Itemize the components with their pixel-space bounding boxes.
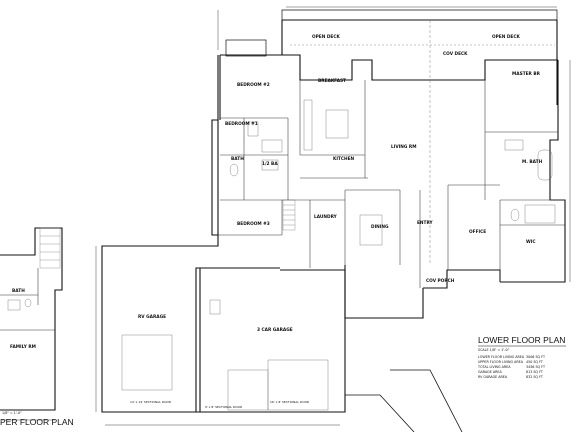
room-label-dining: DINING xyxy=(371,224,389,230)
area-label-4: GARAGE AREA xyxy=(478,370,502,374)
upper-floor-plan-title: PER FLOOR PLAN xyxy=(0,417,74,427)
room-label-living-rm: LIVING RM xyxy=(391,144,416,150)
lower-floor-plan-scale: SCALE 1/8" = 1'-0" xyxy=(478,348,510,352)
room-label-bedroom-2: BEDROOM #2 xyxy=(237,82,270,88)
interior-walls xyxy=(0,80,565,331)
car-door-left-note: 9' x 8' SECTIONAL DOOR xyxy=(205,405,242,409)
room-label-bath: BATH xyxy=(231,156,244,162)
area-label-1: LOWER FLOOR LIVING AREA xyxy=(478,355,525,359)
area-label-2: UPPER FLOOR LIVING AREA xyxy=(478,360,524,364)
room-label-office: OFFICE xyxy=(469,229,486,235)
lower-floor-plan-title: LOWER FLOOR PLAN xyxy=(478,335,565,345)
area-label-3: TOTAL LIVING AREA xyxy=(477,365,511,369)
room-label-kitchen: KITCHEN xyxy=(333,156,355,162)
room-label-breakfast: BREAKFAST xyxy=(318,78,346,84)
area-value-1: 3006 SQ FT xyxy=(526,355,546,359)
room-label-master-br: MASTER BR xyxy=(512,71,541,77)
room-label-family-rm: FAMILY RM xyxy=(10,344,36,350)
fixtures xyxy=(7,20,556,411)
dimension-lines xyxy=(2,6,571,426)
room-label-entry: ENTRY xyxy=(417,220,434,226)
room-label-cov-deck: COV DECK xyxy=(443,51,468,57)
exterior-walls xyxy=(0,9,566,432)
car-door-right-note: 16' x 8' SECTIONAL DOOR xyxy=(270,400,309,404)
room-label-rv-garage: RV GARAGE xyxy=(138,314,166,320)
room-label-wic: WIC xyxy=(526,239,536,245)
room-label-cov-porch: COV PORCH xyxy=(426,278,455,284)
room-label-laundry: LAUNDRY xyxy=(314,214,338,220)
upper-floor-plan-scale: 1/8" = 1'-0" xyxy=(2,411,22,415)
area-value-4: 813 SQ FT xyxy=(526,370,544,374)
room-label-half-ba: 1/2 BA xyxy=(262,161,278,167)
area-value-5: 832 SQ FT xyxy=(526,375,544,379)
room-label-bedroom-3: BEDROOM #3 xyxy=(237,221,270,227)
area-value-2: 450 SQ FT xyxy=(526,360,544,364)
room-label-upper-bath: BATH xyxy=(12,288,25,294)
room-label-3-car-garage: 3 CAR GARAGE xyxy=(257,327,293,333)
room-label-open-deck-left: OPEN DECK xyxy=(312,34,340,40)
room-label-bedroom-1: BEDROOM #1 xyxy=(225,121,258,127)
area-value-3: 3456 SQ FT xyxy=(526,365,546,369)
rv-door-note: 14' x 14' SECTIONAL DOOR xyxy=(130,400,171,404)
room-label-m-bath: M. BATH xyxy=(522,159,543,165)
area-label-5: RV GARAGE AREA xyxy=(478,375,508,379)
area-table: LOWER FLOOR LIVING AREA 3006 SQ FT UPPER… xyxy=(477,355,546,379)
room-label-open-deck-right: OPEN DECK xyxy=(492,34,520,40)
